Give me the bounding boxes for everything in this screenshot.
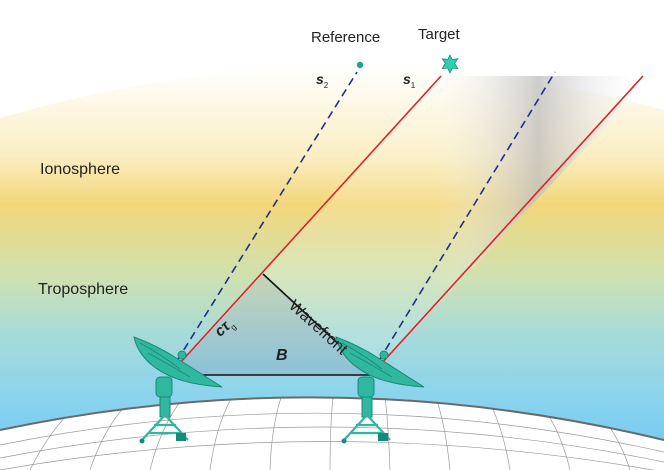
- delay-triangle: [170, 274, 372, 375]
- radio-telescope-icon: [133, 336, 223, 444]
- reference-label: Reference: [311, 29, 381, 46]
- baseline-label: B: [276, 347, 288, 364]
- s1-symbol: s: [403, 71, 411, 87]
- troposphere-label: Troposphere: [38, 281, 129, 298]
- target-beam-left: [169, 75, 442, 375]
- star-icon: [441, 54, 459, 74]
- reference-beam-right: [371, 71, 556, 373]
- radio-telescope-icon: [335, 336, 425, 444]
- ionosphere-label: Ionosphere: [40, 161, 121, 178]
- s2-subscript: 2: [323, 80, 329, 90]
- target-label: Target: [418, 26, 460, 43]
- reference-beam-left: [169, 71, 358, 373]
- target-beam-right: [371, 75, 644, 375]
- s1-subscript: 1: [410, 80, 416, 90]
- s2-label: s2: [316, 72, 328, 90]
- s2-symbol: s: [316, 71, 324, 87]
- s1-label: s1: [403, 72, 415, 90]
- dot-icon: [354, 59, 366, 71]
